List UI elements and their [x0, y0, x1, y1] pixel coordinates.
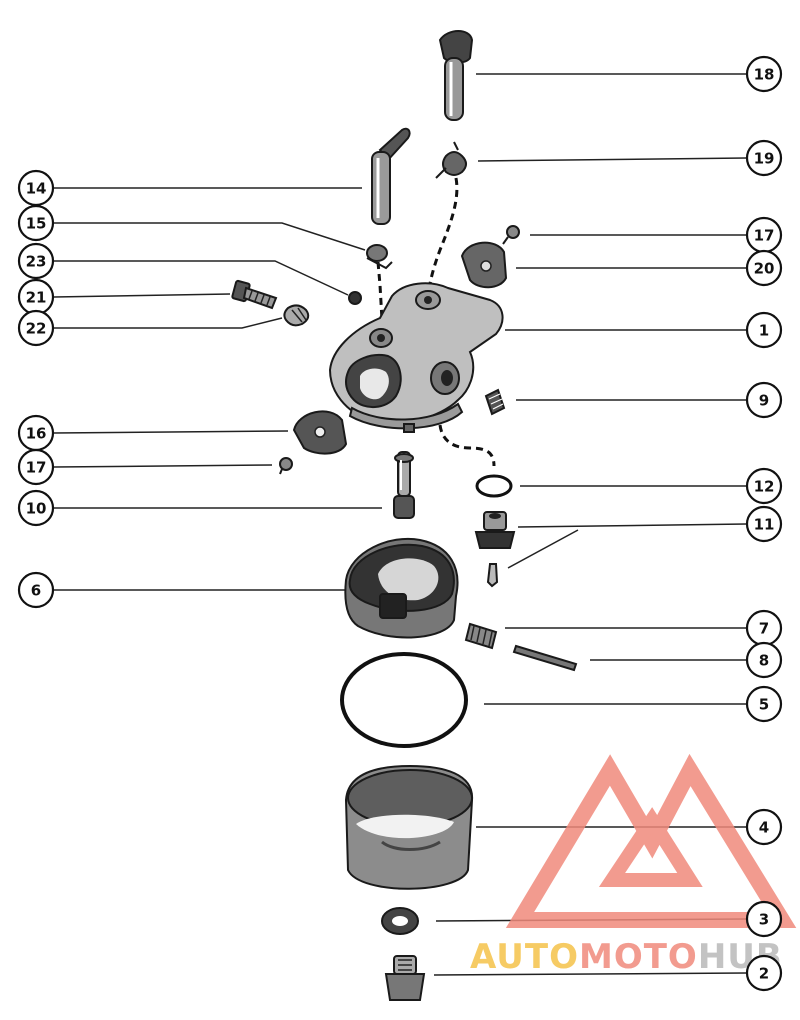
dashed-path-19-to-body — [426, 177, 459, 297]
callout-8: 8 — [745, 641, 783, 679]
part-4-float-bowl — [344, 764, 474, 890]
part-1-carburetor-body — [328, 282, 504, 433]
watermark-text: AUTOMOTOHUB — [470, 937, 783, 977]
callout-17-bottom-label: 17 — [26, 459, 47, 477]
leader-11a — [517, 523, 747, 528]
part-10-seat — [393, 451, 415, 519]
callout-11-label: 11 — [754, 516, 775, 534]
callout-1: 1 — [745, 311, 783, 349]
callout-2-label: 2 — [759, 965, 769, 983]
callout-6: 6 — [17, 571, 55, 609]
callout-10: 10 — [17, 489, 55, 527]
callout-3: 3 — [745, 900, 783, 938]
watermark-inner-g-shape — [598, 807, 703, 887]
callout-18-label: 18 — [754, 66, 775, 84]
callout-4: 4 — [745, 808, 783, 846]
part-6-float — [344, 537, 459, 639]
callout-19: 19 — [745, 139, 783, 177]
part-23-ball — [348, 291, 362, 305]
callout-5: 5 — [745, 685, 783, 723]
part-3-washer — [381, 907, 419, 935]
leader-23 — [54, 260, 349, 296]
callout-9: 9 — [745, 381, 783, 419]
part-5-gasket — [340, 652, 468, 748]
part-8-pin — [512, 644, 578, 672]
callout-3-label: 3 — [759, 911, 769, 929]
callout-8-label: 8 — [759, 652, 769, 670]
callout-21: 21 — [17, 278, 55, 316]
part-17-screw-top — [502, 225, 520, 245]
callout-23-label: 23 — [26, 253, 47, 271]
callout-14-label: 14 — [26, 180, 47, 198]
callout-4-label: 4 — [759, 819, 769, 837]
leader-21 — [53, 293, 231, 298]
part-15-spring — [366, 244, 393, 270]
callout-22: 22 — [17, 309, 55, 347]
callout-17-bottom: 17 — [17, 448, 55, 486]
callout-12-label: 12 — [754, 478, 775, 496]
watermark-triangle-logo — [505, 753, 797, 928]
leader-19 — [477, 157, 747, 162]
parts — [231, 30, 578, 1001]
part-16-choke-plate — [292, 410, 348, 455]
callout-16: 16 — [17, 414, 55, 452]
callout-19-label: 19 — [754, 150, 775, 168]
callout-23: 23 — [17, 242, 55, 280]
callouts: 18 19 14 15 17 23 20 21 22 1 9 16 17 12 … — [17, 55, 783, 992]
leader-2 — [433, 972, 747, 976]
part-14-throttle-shaft — [371, 127, 411, 225]
callout-14: 14 — [17, 169, 55, 207]
callout-20: 20 — [745, 249, 783, 287]
dashed-path-body-to-12 — [438, 424, 496, 467]
part-11-fitting-and-needle — [474, 511, 516, 588]
callout-15: 15 — [17, 204, 55, 242]
part-18-choke-shaft — [438, 30, 474, 121]
callout-16-label: 16 — [26, 425, 47, 443]
callout-22-label: 22 — [26, 320, 47, 338]
callout-17-top: 17 — [745, 216, 783, 254]
part-21-idle-screw — [231, 279, 278, 310]
callout-15-label: 15 — [26, 215, 47, 233]
callout-21-label: 21 — [26, 289, 47, 307]
callout-11: 11 — [745, 505, 783, 543]
part-9-jet — [484, 388, 506, 416]
leader-17b — [53, 464, 273, 468]
part-2-bowl-nut — [384, 955, 426, 1001]
callout-5-label: 5 — [759, 696, 769, 714]
callout-7: 7 — [745, 609, 783, 647]
part-12-o-ring — [475, 474, 513, 498]
callout-9-label: 9 — [759, 392, 769, 410]
part-19-spring — [435, 141, 467, 179]
callout-18: 18 — [745, 55, 783, 93]
leader-22 — [54, 317, 283, 329]
callout-2: 2 — [745, 954, 783, 992]
callout-12: 12 — [745, 467, 783, 505]
watermark-text-auto: AUTO — [470, 937, 579, 977]
leader-15 — [54, 222, 366, 251]
automotohub-watermark: AUTOMOTOHUB — [470, 753, 797, 977]
part-22-spring — [283, 304, 310, 327]
callout-20-label: 20 — [754, 260, 775, 278]
leader-11b — [507, 529, 579, 569]
assembly-paths — [376, 177, 496, 467]
part-7-spring — [464, 622, 498, 650]
leader-16 — [53, 430, 289, 434]
part-17-screw-bottom — [279, 457, 293, 475]
callout-7-label: 7 — [759, 620, 769, 638]
callout-6-label: 6 — [31, 582, 41, 600]
dashed-path-15-to-body — [376, 261, 384, 321]
callout-10-label: 10 — [26, 500, 47, 518]
part-20-throttle-plate — [460, 241, 508, 289]
callout-17-top-label: 17 — [754, 227, 775, 245]
callout-1-label: 1 — [759, 322, 769, 340]
watermark-text-moto: MOTO — [579, 937, 698, 977]
